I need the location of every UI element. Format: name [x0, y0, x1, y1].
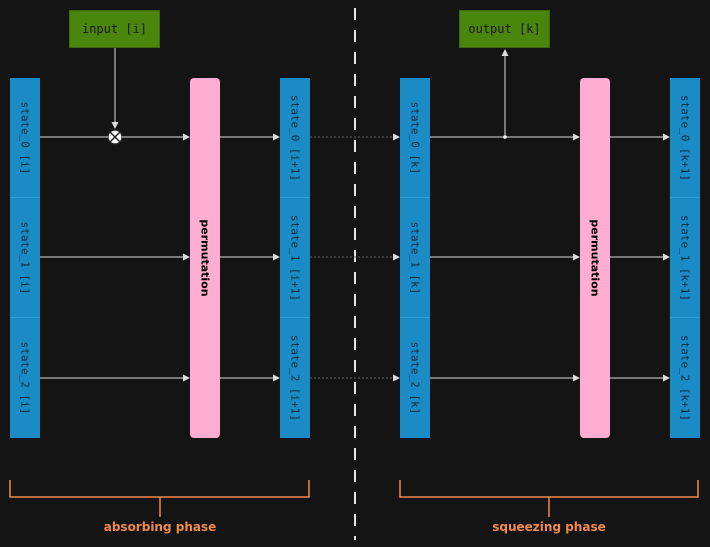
permutation-block-absorb: permutation — [190, 78, 220, 438]
state-block-squeeze-in: state_0 [k] state_1 [k] state_2 [k] — [400, 78, 430, 438]
input-box: input [i] — [69, 10, 160, 48]
state-label: state_0 [k+1] — [678, 94, 692, 181]
state-cell: state_0 [i] — [10, 78, 40, 198]
state-label: state_1 [i] — [18, 221, 32, 294]
input-label: input [i] — [81, 22, 148, 36]
output-label: output [k] — [468, 22, 541, 36]
state-cell: state_1 [k+1] — [670, 198, 700, 318]
state-label: state_0 [i+1] — [288, 94, 302, 181]
state-label: state_2 [i+1] — [288, 334, 302, 422]
state-label: state_2 [i] — [18, 341, 32, 415]
absorbing-bracket — [9, 480, 310, 517]
squeezing-phase-label: squeezing phase — [492, 520, 606, 534]
state-label: state_2 [k+1] — [678, 334, 692, 422]
state-label: state_0 [i] — [18, 101, 32, 174]
state-block-absorb-out: state_0 [i+1] state_1 [i+1] state_2 [i+1… — [280, 78, 310, 438]
state-label: state_1 [k+1] — [678, 214, 692, 301]
permutation-block-squeeze: permutation — [580, 78, 610, 438]
absorbing-phase-label: absorbing phase — [103, 520, 217, 534]
state-label: state_0 [k] — [408, 101, 422, 174]
state-cell: state_0 [k+1] — [670, 78, 700, 198]
state-cell: state_0 [k] — [400, 78, 430, 198]
state-cell: state_0 [i+1] — [280, 78, 310, 198]
state-cell: state_1 [i] — [10, 198, 40, 318]
squeezing-bracket — [399, 480, 699, 517]
permutation-label: permutation — [198, 219, 212, 297]
state-cell: state_2 [k+1] — [670, 318, 700, 438]
state-block-squeeze-out: state_0 [k+1] state_1 [k+1] state_2 [k+1… — [670, 78, 700, 438]
xor-icon — [107, 129, 123, 145]
output-box: output [k] — [459, 10, 550, 48]
state-label: state_2 [k] — [408, 341, 422, 415]
state-cell: state_1 [k] — [400, 198, 430, 318]
state-cell: state_2 [i] — [10, 318, 40, 438]
state-cell: state_1 [i+1] — [280, 198, 310, 318]
permutation-label: permutation — [588, 219, 602, 297]
state-block-absorb-in: state_0 [i] state_1 [i] state_2 [i] — [10, 78, 40, 438]
state-cell: state_2 [k] — [400, 318, 430, 438]
state-label: state_1 [k] — [408, 221, 422, 294]
state-label: state_1 [i+1] — [288, 214, 302, 301]
state-cell: state_2 [i+1] — [280, 318, 310, 438]
